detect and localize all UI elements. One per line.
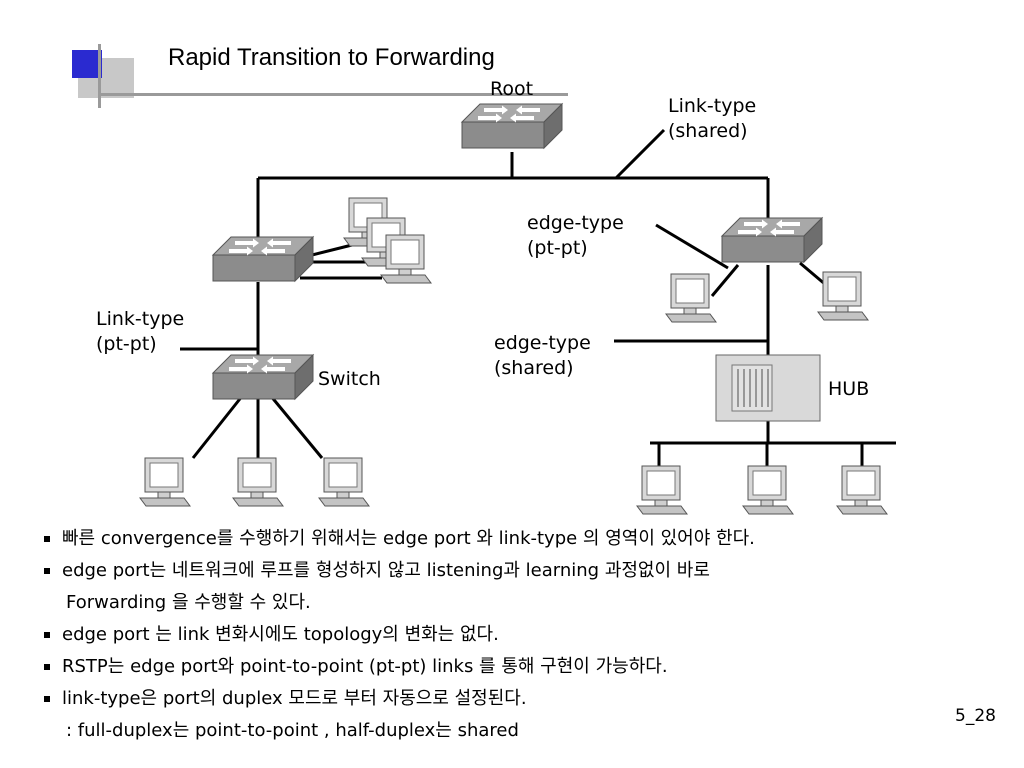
bullet-marker-icon	[44, 696, 50, 702]
computer-icon	[665, 273, 717, 323]
link-type-ptpt-line1: Link-type	[96, 308, 185, 330]
bullet-continuation: : full-duplex는 point-to-point , half-dup…	[44, 715, 755, 747]
title-decoration-vline	[98, 44, 101, 108]
computer-icon	[139, 457, 191, 507]
right-switch-icon	[721, 217, 823, 263]
root-switch-icon	[461, 103, 563, 149]
bullet-marker-icon	[44, 632, 50, 638]
computer-icon	[742, 465, 794, 515]
link-type-ptpt-line2: (pt-pt)	[96, 333, 157, 355]
hub-icon	[715, 354, 821, 422]
computer-icon	[817, 271, 869, 321]
bullet-marker-icon	[44, 664, 50, 670]
computer-icon	[380, 234, 432, 284]
computer-icon	[318, 457, 370, 507]
edge-type-ptpt-label: edge-type (pt-pt)	[527, 211, 624, 261]
edge-type-shared-line1: edge-type	[494, 332, 591, 354]
bullet-text: 빠른 convergence를 수행하기 위해서는 edge port 와 li…	[62, 528, 755, 549]
bullet-item: edge port는 네트워크에 루프를 형성하지 않고 listening과 …	[44, 555, 755, 587]
link-type-shared-line2: (shared)	[668, 120, 748, 142]
bottom-switch-icon	[212, 354, 314, 400]
bullet-item: RSTP는 edge port와 point-to-point (pt-pt) …	[44, 651, 755, 683]
bullet-list: 빠른 convergence를 수행하기 위해서는 edge port 와 li…	[44, 523, 755, 747]
link-type-ptpt-label: Link-type (pt-pt)	[96, 307, 184, 357]
bullet-item: 빠른 convergence를 수행하기 위해서는 edge port 와 li…	[44, 523, 755, 555]
bullet-item: edge port 는 link 변화시에도 topology의 변화는 없다.	[44, 619, 755, 651]
link-type-shared-line1: Link-type	[668, 95, 757, 117]
bullet-text: edge port 는 link 변화시에도 topology의 변화는 없다.	[62, 624, 499, 645]
hub-label: HUB	[828, 378, 870, 400]
page-number: 5_28	[955, 706, 996, 726]
bullet-text: : full-duplex는 point-to-point , half-dup…	[66, 720, 519, 741]
root-label: Root	[490, 78, 534, 100]
network-links	[180, 128, 896, 466]
title-underline	[98, 93, 568, 96]
bullet-marker-icon	[44, 568, 50, 574]
computer-icon	[636, 465, 688, 515]
edge-type-shared-label: edge-type (shared)	[494, 331, 591, 381]
bullet-continuation: Forwarding 을 수행할 수 있다.	[44, 587, 755, 619]
bullet-marker-icon	[44, 536, 50, 542]
edge-type-ptpt-line2: (pt-pt)	[527, 237, 588, 259]
computer-icon	[836, 465, 888, 515]
bullet-text: RSTP는 edge port와 point-to-point (pt-pt) …	[62, 656, 668, 677]
edge-type-ptpt-line1: edge-type	[527, 212, 624, 234]
bullet-text: edge port는 네트워크에 루프를 형성하지 않고 listening과 …	[62, 560, 710, 581]
title-decoration-blue-square	[72, 50, 102, 78]
computer-icon	[232, 457, 284, 507]
bullet-item: link-type은 port의 duplex 모드로 부터 자동으로 설정된다…	[44, 683, 755, 715]
edge-type-shared-line2: (shared)	[494, 357, 574, 379]
page-title: Rapid Transition to Forwarding	[168, 44, 495, 71]
left-switch-icon	[212, 236, 314, 282]
bullet-text: Forwarding 을 수행할 수 있다.	[66, 592, 311, 613]
switch-label: Switch	[318, 368, 381, 390]
link-type-shared-label: Link-type (shared)	[668, 94, 756, 144]
bullet-text: link-type은 port의 duplex 모드로 부터 자동으로 설정된다…	[62, 688, 527, 709]
